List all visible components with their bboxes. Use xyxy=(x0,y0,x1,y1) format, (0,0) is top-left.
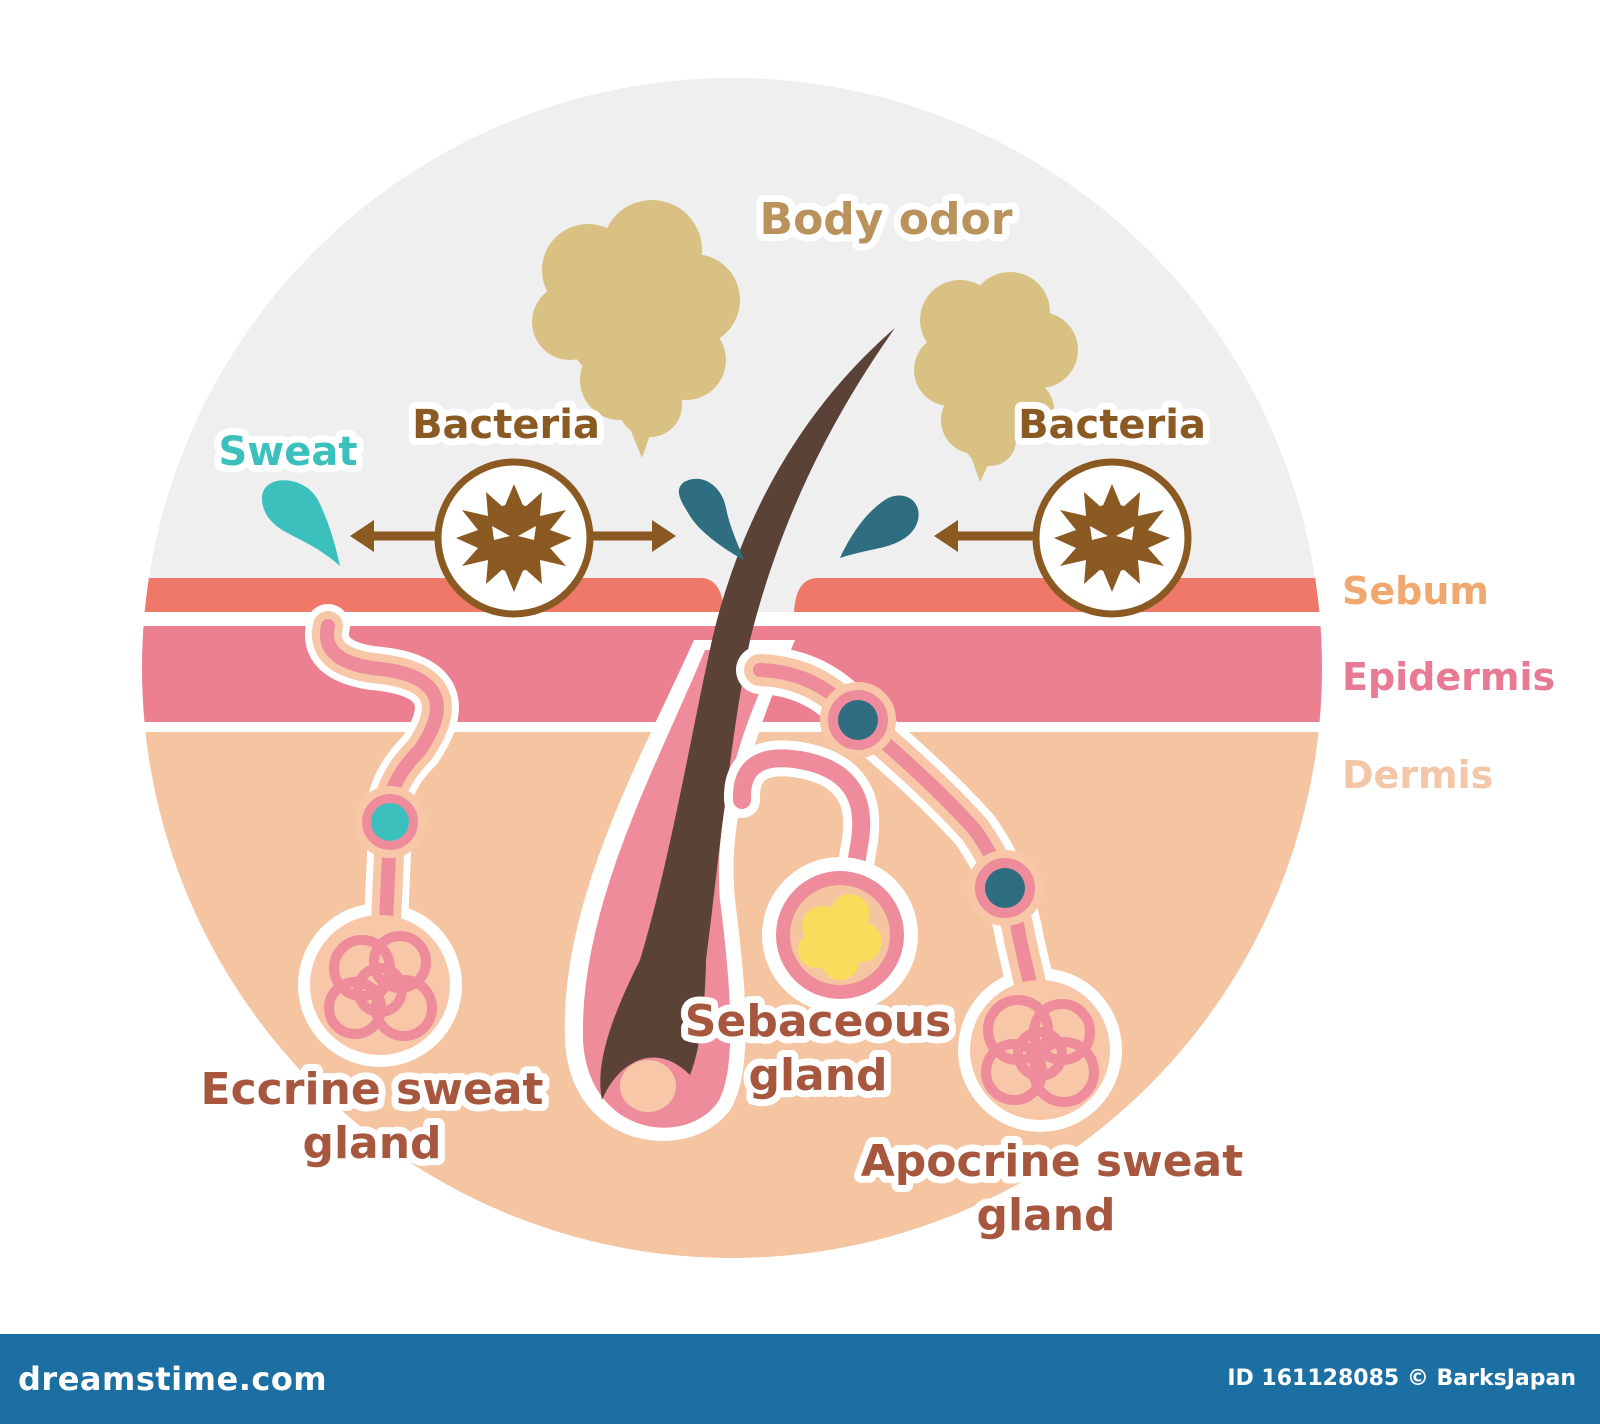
label-sebum: Sebum xyxy=(1342,569,1489,613)
bacteria-right xyxy=(934,458,1192,618)
label-apocrine-2: gland xyxy=(976,1190,1115,1241)
sweat-droplet-teal-left xyxy=(678,478,744,560)
apocrine-coil xyxy=(981,995,1099,1107)
label-dermis: Dermis xyxy=(1342,753,1493,797)
sweat-droplet-teal-right xyxy=(840,495,919,558)
label-bacteria-left: Bacteria xyxy=(412,402,600,448)
sebum-blob xyxy=(798,894,882,980)
label-eccrine-2: gland xyxy=(302,1118,441,1169)
bacteria-left xyxy=(350,458,676,618)
apocrine-sweat-gland xyxy=(736,646,1122,1132)
eccrine-coil xyxy=(324,931,437,1041)
bacteria-eye-right-2 xyxy=(1116,526,1134,540)
label-sebaceous-1: Sebaceous xyxy=(685,996,951,1047)
bacteria-eye-right-1 xyxy=(1090,526,1108,540)
arrow-head-right xyxy=(652,520,676,552)
label-epidermis: Epidermis xyxy=(1342,655,1555,699)
arrow-head-incoming xyxy=(934,520,958,552)
sebaceous-duct xyxy=(732,749,871,879)
bacteria-eye-left-1 xyxy=(492,526,510,540)
footer-site-name[interactable]: dreamstime.com xyxy=(18,1360,328,1398)
eccrine-sweat-gland xyxy=(298,604,462,1067)
odor-cloud-left xyxy=(532,200,740,458)
apocrine-droplet-lower xyxy=(985,868,1025,908)
sweat-droplet-cyan xyxy=(262,480,340,566)
hair-shaft[interactable] xyxy=(600,328,895,1100)
label-sweat: Sweat xyxy=(218,429,357,475)
arrow-head-left xyxy=(350,520,374,552)
bacteria-core-right xyxy=(1078,504,1146,572)
label-apocrine-1: Apocrine sweat xyxy=(861,1136,1244,1187)
sebum-layer-right xyxy=(794,578,1322,612)
eccrine-sweat-droplet xyxy=(371,803,409,841)
odor-cloud-right xyxy=(914,272,1078,482)
hair-papilla xyxy=(620,1060,676,1112)
sebaceous-gland xyxy=(724,740,918,1013)
white-gap-upper xyxy=(142,612,1322,626)
label-bacteria-right: Bacteria xyxy=(1018,402,1206,448)
stock-footer-bar: dreamstime.com ID 161128085 © BarksJapan xyxy=(0,1334,1600,1424)
apocrine-droplet-upper xyxy=(838,700,878,740)
label-sebaceous-2: gland xyxy=(748,1050,887,1101)
label-body-odor: Body odor xyxy=(760,194,1013,245)
footer-image-credit: ID 161128085 © BarksJapan xyxy=(1227,1366,1576,1391)
sebum-layer-left xyxy=(142,578,724,612)
label-eccrine-1: Eccrine sweat xyxy=(201,1064,544,1115)
white-gap-lower xyxy=(142,722,1322,732)
bacteria-core-left xyxy=(480,504,548,572)
bacteria-eye-left-2 xyxy=(518,526,536,540)
